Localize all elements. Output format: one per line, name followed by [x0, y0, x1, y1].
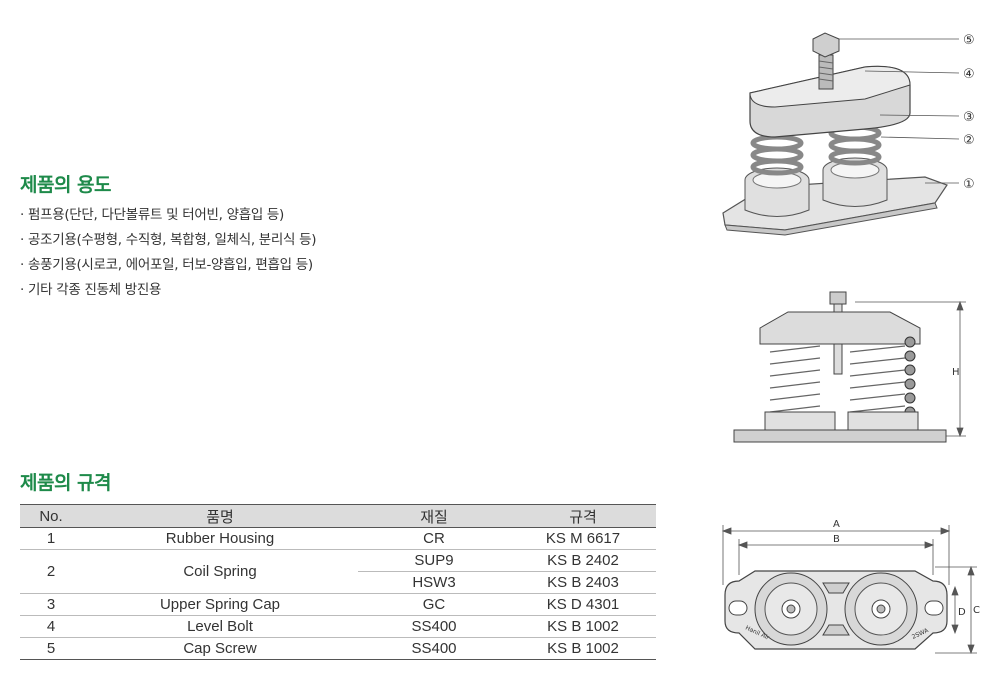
- cell-standard: KS B 1002: [510, 615, 656, 638]
- cell-no: 5: [20, 637, 82, 660]
- cell-standard: KS B 1002: [510, 637, 656, 660]
- usage-item: 기타 각종 진동체 방진용: [20, 278, 316, 303]
- header-standard: 규격: [510, 504, 656, 528]
- cell-no: 4: [20, 615, 82, 638]
- callout-3: ③: [963, 110, 975, 125]
- header-no: No.: [20, 504, 82, 528]
- cell-no: 2: [20, 549, 82, 594]
- dim-c-label: C: [973, 605, 980, 616]
- usage-list: 펌프용(단단, 다단볼류트 및 터어빈, 양흡입 등) 공조기용(수평형, 수직…: [20, 203, 317, 303]
- dim-a-label: A: [833, 519, 840, 530]
- callout-1: ①: [963, 177, 975, 192]
- table-row: 5 Cap Screw SS400 KS B 1002: [20, 637, 656, 660]
- spec-table: No. 품명 재질 규격 1 Rubber Housing CR KS M 66…: [20, 504, 656, 660]
- cell-standard: KS M 6617: [510, 527, 656, 550]
- dim-h-label: H: [952, 367, 960, 378]
- cell-name: Upper Spring Cap: [82, 593, 358, 616]
- table-row: 3 Upper Spring Cap GC KS D 4301: [20, 593, 656, 616]
- spec-title: 제품의 규격: [20, 472, 112, 494]
- cell-material: SS400: [358, 615, 510, 638]
- cell-material: CR: [358, 527, 510, 550]
- dim-d-label: D: [958, 607, 966, 618]
- header-material: 재질: [358, 504, 510, 528]
- header-name: 품명: [82, 504, 358, 528]
- usage-item: 송풍기용(시로코, 에어포일, 터보-양흡입, 편흡입 등): [20, 253, 316, 278]
- table-row: 1 Rubber Housing CR KS M 6617: [20, 527, 656, 550]
- cell-no: 1: [20, 527, 82, 550]
- front-section-figure: H: [733, 291, 966, 443]
- table-header-row: No. 품명 재질 규격: [20, 504, 656, 528]
- cell-material: GC: [358, 593, 510, 616]
- cell-name: Cap Screw: [82, 637, 358, 660]
- cell-standard: KS B 2402: [510, 549, 656, 572]
- usage-item: 공조기용(수평형, 수직형, 복합형, 일체식, 분리식 등): [20, 228, 317, 253]
- table-row: HSW3 KS B 2403: [20, 571, 656, 594]
- product-isometric-figure: ⑤ ④ ③ ② ①: [722, 32, 975, 236]
- callout-4: ④: [963, 67, 975, 82]
- cell-no: 3: [20, 593, 82, 616]
- callout-2: ②: [963, 133, 975, 148]
- dim-b-label: B: [833, 534, 840, 545]
- table-row: 2 Coil Spring SUP9 KS B 2402: [20, 549, 656, 594]
- usage-item: 펌프용(단단, 다단볼류트 및 터어빈, 양흡입 등): [20, 203, 316, 228]
- cell-standard: KS B 2403: [510, 571, 656, 594]
- cell-material: SS400: [358, 637, 510, 660]
- cell-material: SUP9: [358, 549, 510, 572]
- cell-name: Coil Spring: [82, 549, 358, 594]
- cell-standard: KS D 4301: [510, 593, 656, 616]
- usage-title: 제품의 용도: [20, 174, 112, 196]
- cell-name: Rubber Housing: [82, 527, 358, 550]
- callout-5: ⑤: [963, 33, 975, 48]
- cell-material: HSW3: [358, 571, 510, 594]
- cell-name: Level Bolt: [82, 615, 358, 638]
- table-row: 4 Level Bolt SS400 KS B 1002: [20, 615, 656, 638]
- top-plan-figure: A B C D Hanil Air 2SWA: [721, 519, 980, 655]
